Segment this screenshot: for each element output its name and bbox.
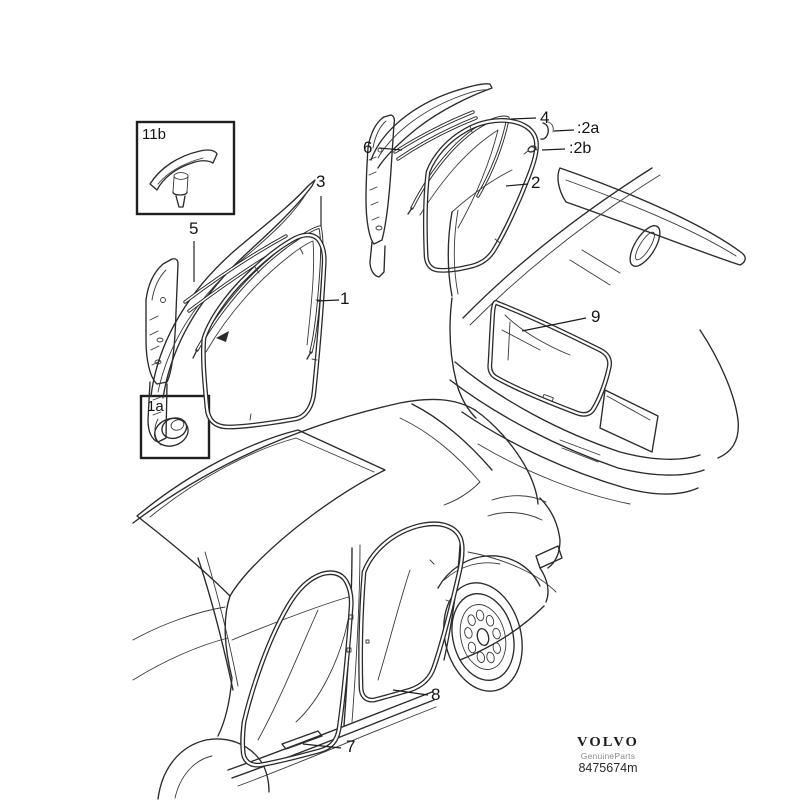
callout-9: 9 <box>591 307 601 326</box>
rear-door-seals-drawing <box>365 83 554 278</box>
callout-3: 3 <box>316 172 326 191</box>
inset-label-11b: 11b <box>142 126 166 143</box>
grommet-inset-box <box>139 394 211 460</box>
volvo-wordmark: VOLVO <box>577 735 639 750</box>
part-number-text: 8475674m <box>578 761 638 775</box>
inset-label-1a: 1a <box>147 398 164 415</box>
callout-2a: :2a <box>577 120 600 137</box>
leader-lines <box>193 117 587 749</box>
callout-8: 8 <box>431 685 441 704</box>
callout-2: 2 <box>531 173 541 192</box>
front-door-seals-drawing <box>145 179 327 443</box>
callout-1: 1 <box>340 289 350 308</box>
callout-2b: :2b <box>569 140 592 157</box>
brand-block: VOLVO GenuineParts 8475674m <box>572 735 644 776</box>
callout-6: 6 <box>363 138 373 157</box>
clip-2a-icon <box>540 121 554 140</box>
car-body-drawing <box>132 398 563 800</box>
genuine-parts-text: GenuineParts <box>580 751 636 761</box>
callout-4: 4 <box>540 108 550 127</box>
callout-5: 5 <box>189 219 199 238</box>
clip-2b-icon <box>523 145 537 155</box>
clip-inset-box <box>135 120 236 216</box>
callout-7: 7 <box>346 737 356 756</box>
trunk-seal-drawing <box>447 167 746 505</box>
